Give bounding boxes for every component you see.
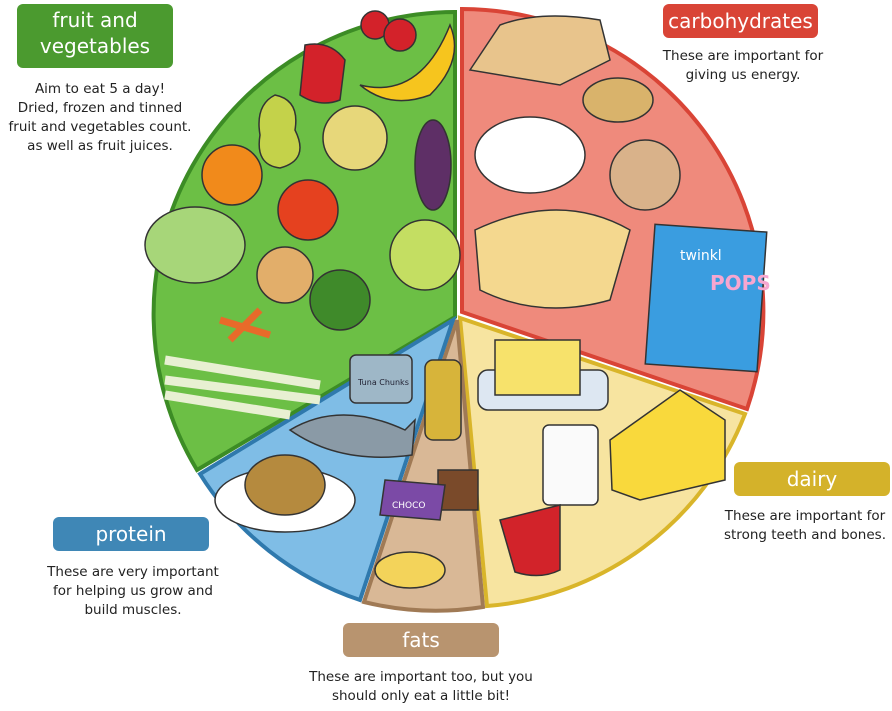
desc-line: as well as fruit juices. (27, 138, 173, 154)
desc-line: for helping us grow and (53, 583, 213, 599)
cereal-name: POPS (710, 271, 771, 295)
dairy-foods (477, 339, 726, 577)
tuna-label: Tuna Chunks (357, 378, 409, 387)
fruit-vegetables-description: Aim to eat 5 a day! Dried, frozen and ti… (0, 80, 200, 156)
desc-line: fruit and vegetables count. (8, 119, 192, 135)
desc-line: These are important for (724, 508, 886, 524)
fats-description: These are important too, but you should … (290, 668, 552, 706)
carbohydrates-label: carbohydrates (663, 4, 818, 38)
desc-line: Dried, frozen and tinned (17, 100, 183, 116)
carbohydrate-foods (468, 15, 768, 373)
desc-line: These are very important (47, 564, 219, 580)
dairy-description: These are important for strong teeth and… (715, 507, 892, 545)
fruit-veg-title-1: fruit and (52, 8, 138, 32)
fruit-veg-title-2: vegetables (39, 34, 151, 58)
protein-description: These are very important for helping us … (33, 563, 233, 620)
desc-line: These are important for (662, 48, 824, 64)
desc-line: These are important too, but you (309, 669, 533, 685)
desc-line: build muscles. (84, 602, 182, 618)
protein-label: protein (53, 517, 209, 551)
protein-foods (214, 354, 416, 533)
chocolate-label: CHOCO (392, 501, 426, 511)
desc-line: giving us energy. (685, 67, 801, 83)
fruit-vegetables-label: fruit and vegetables (17, 4, 173, 68)
desc-line: strong teeth and bones. (723, 527, 886, 543)
carbohydrates-description: These are important for giving us energy… (643, 47, 843, 85)
fruit-veg-foods (144, 10, 461, 420)
fats-label: fats (343, 623, 499, 657)
desc-line: Aim to eat 5 a day! (34, 81, 166, 97)
cereal-brand: twinkl (680, 248, 722, 264)
dairy-label: dairy (734, 462, 890, 496)
fats-foods (374, 359, 479, 589)
desc-line: should only eat a little bit! (331, 688, 511, 704)
